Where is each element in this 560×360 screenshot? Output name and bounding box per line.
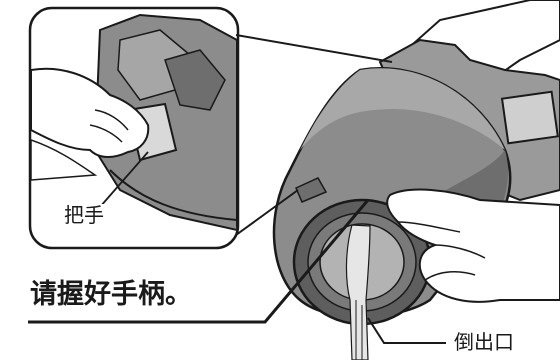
dust-container-illustration: [272, 0, 560, 360]
callout-lines: [28, 199, 446, 344]
hold-instruction-label: 请握好手柄。: [28, 279, 194, 310]
pour-outlet-label: 倒出口: [452, 330, 516, 354]
inset-detail-frame: [28, 6, 393, 250]
handle-label: 把手: [62, 203, 106, 227]
